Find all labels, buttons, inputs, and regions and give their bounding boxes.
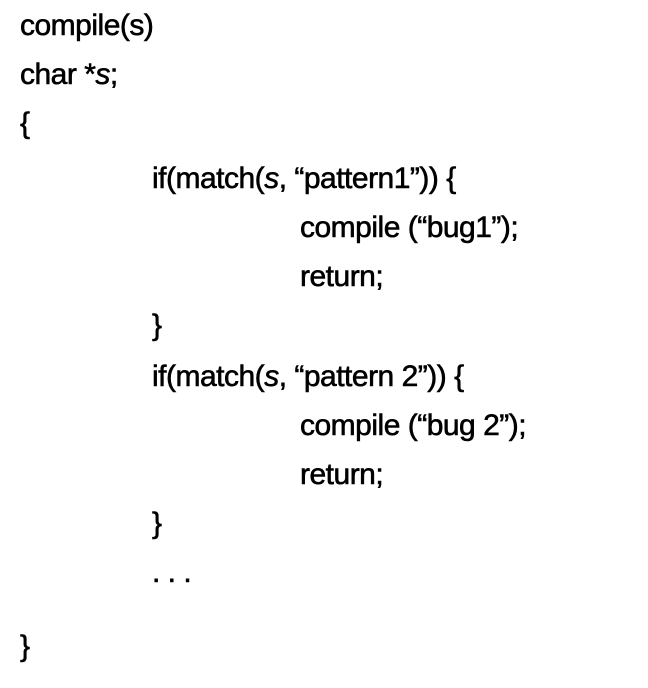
code-text: } [20, 630, 31, 664]
code-line: compile (“bug 2”); [300, 409, 527, 443]
code-line: return; [300, 458, 384, 492]
code-text: return; [300, 260, 384, 294]
code-line: } [152, 309, 163, 343]
code-text: , “pattern 2”)) { [278, 360, 464, 394]
code-identifier: s [264, 162, 280, 196]
code-text: { [20, 107, 31, 141]
code-line: char *s; [20, 58, 119, 92]
code-line: . . . [152, 556, 192, 590]
code-text: compile (“bug1”); [300, 211, 519, 245]
code-text: compile(s) [20, 9, 154, 43]
code-line: compile(s) [20, 9, 154, 43]
code-text: char * [20, 58, 96, 92]
code-text: compile (“bug 2”); [300, 409, 527, 443]
code-text: return; [300, 458, 384, 492]
code-line: return; [300, 260, 384, 294]
code-text: } [152, 507, 163, 541]
code-line: } [20, 630, 31, 664]
code-text: if(match( [152, 360, 265, 394]
code-line: } [152, 507, 163, 541]
code-text: } [152, 309, 163, 343]
code-text: if(match( [152, 162, 265, 196]
code-line: if(match(s, “pattern 2”)) { [152, 360, 465, 394]
code-text: , “pattern1”)) { [278, 162, 456, 196]
code-text: ; [109, 58, 119, 92]
code-text: . . . [152, 556, 192, 590]
code-line: compile (“bug1”); [300, 211, 519, 245]
code-line: { [20, 107, 31, 141]
code-identifier: s [95, 58, 111, 92]
code-line: if(match(s, “pattern1”)) { [152, 162, 457, 196]
code-identifier: s [264, 360, 280, 394]
